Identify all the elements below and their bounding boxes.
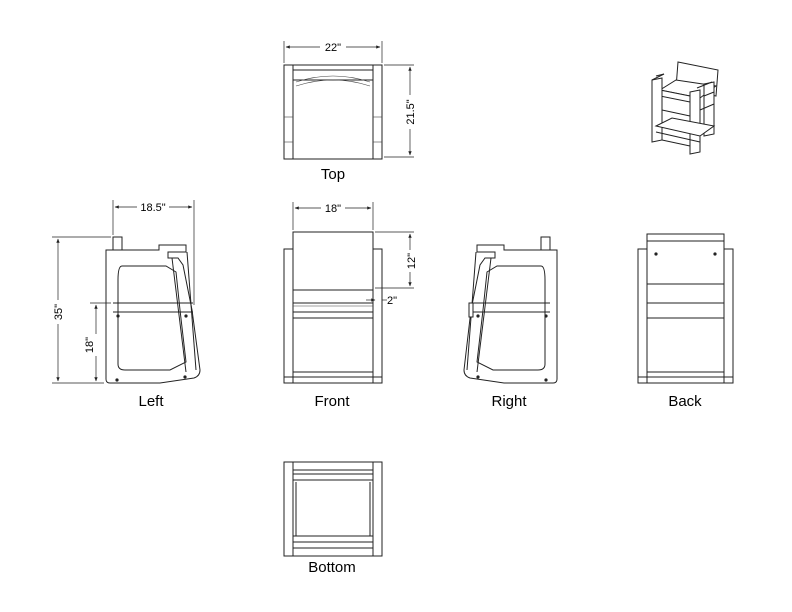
left-height-dimension: 35": [53, 304, 65, 320]
front-view-label: Front: [314, 393, 350, 410]
top-view-label: Top: [321, 166, 345, 183]
isometric-view: [651, 61, 719, 155]
bottom-view-label: Bottom: [308, 559, 356, 576]
front-gap-dimension: 2": [387, 295, 397, 307]
right-view: Right: [463, 236, 558, 410]
top-width-dimension: 22": [325, 42, 341, 54]
left-seat-dimension: 18": [84, 337, 96, 353]
top-view: 22" 21.5" Top: [283, 40, 417, 183]
top-depth-dimension: 21.5": [405, 99, 417, 124]
left-view-label: Left: [138, 393, 164, 410]
left-view: 18.5" 35" 18" Left: [51, 200, 201, 410]
front-view: 18" 12" 2" Front: [283, 201, 418, 410]
front-width-dimension: 18": [325, 203, 341, 215]
back-view: Back: [637, 233, 734, 410]
bottom-view: Bottom: [283, 461, 383, 576]
back-view-label: Back: [668, 393, 702, 410]
right-view-label: Right: [491, 393, 527, 410]
front-back-height-dimension: 12": [406, 253, 418, 269]
left-depth-dimension: 18.5": [140, 202, 165, 214]
